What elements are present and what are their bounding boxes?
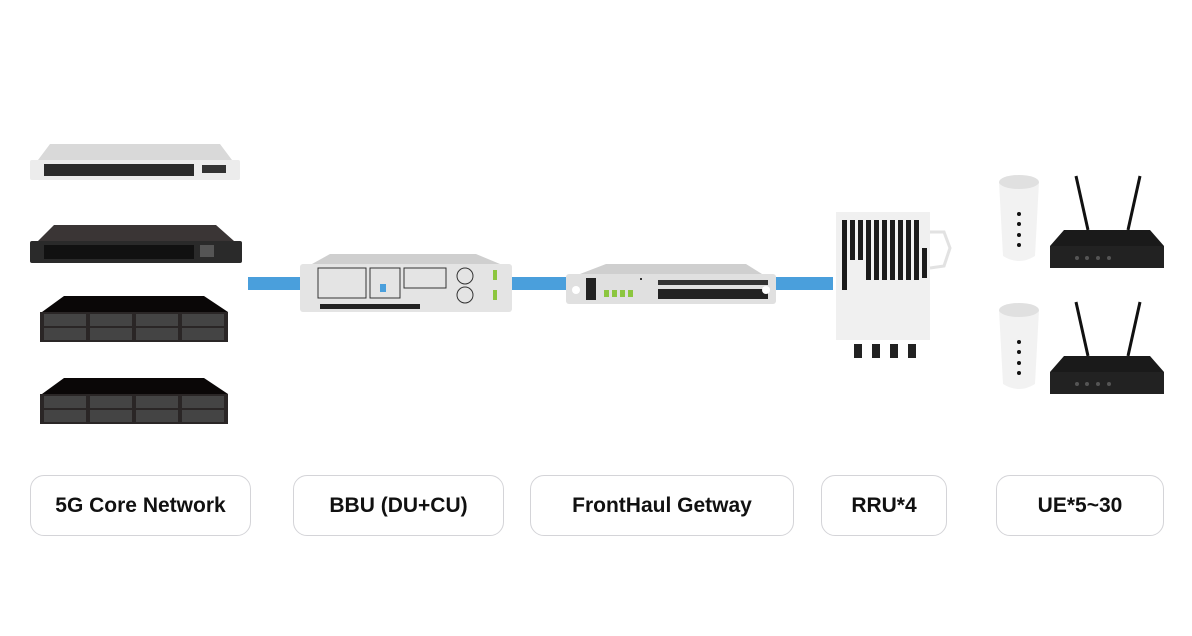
fronthaul-gateway-icon (566, 264, 776, 304)
label-rru: RRU*4 (821, 475, 947, 536)
light-switch-icon (30, 144, 240, 180)
router-icon (1050, 301, 1164, 394)
cpe-icon (999, 175, 1039, 261)
cpe-icon (999, 303, 1039, 389)
label-ue: UE*5~30 (996, 475, 1164, 536)
label-bbu: BBU (DU+CU) (293, 475, 504, 536)
bbu-server-icon (300, 254, 512, 312)
storage-server-icon (40, 378, 228, 424)
storage-server-icon (40, 296, 228, 342)
link-fronthaul-rru (773, 277, 833, 290)
link-bbu-fronthaul (508, 277, 570, 290)
router-icon (1050, 175, 1164, 268)
label-core-network: 5G Core Network (30, 475, 251, 536)
label-fronthaul-gateway: FrontHaul Getway (530, 475, 794, 536)
dark-switch-icon (30, 225, 242, 263)
rru-unit-icon (836, 212, 952, 358)
link-core-bbu (248, 277, 304, 290)
